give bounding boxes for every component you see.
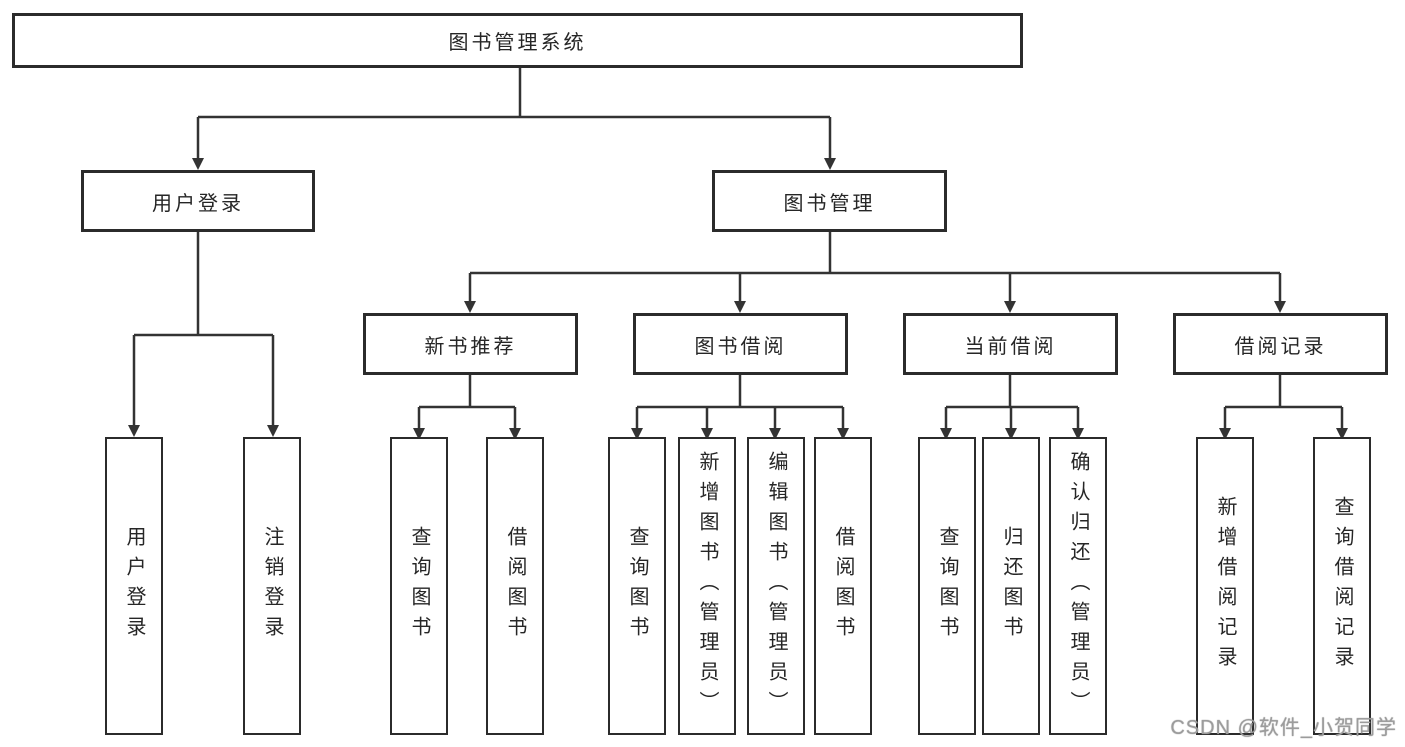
node-new-book-recommend-label: 新书推荐 — [424, 335, 517, 358]
leaf-recommend-borrow-book-label: 借阅图书 — [504, 526, 526, 646]
leaf-borrowing-add-book-admin: 新增图书（管理员） — [678, 437, 736, 735]
leaf-records-add-record: 新增借阅记录 — [1196, 437, 1254, 735]
leaf-user-login: 用户登录 — [105, 437, 163, 735]
leaf-current-query-book: 查询图书 — [918, 437, 976, 735]
leaf-current-confirm-return-admin-label: 确认归还（管理员） — [1067, 451, 1089, 721]
leaf-recommend-borrow-book: 借阅图书 — [486, 437, 544, 735]
leaf-recommend-query-book: 查询图书 — [390, 437, 448, 735]
node-book-management-label: 图书管理 — [783, 192, 876, 215]
csdn-watermark: CSDN @软件_小贺同学 — [1170, 717, 1397, 739]
node-root-system-label: 图书管理系统 — [448, 32, 587, 54]
leaf-logout: 注销登录 — [243, 437, 301, 735]
leaf-borrowing-query-book: 查询图书 — [608, 437, 666, 735]
arrow-down-icons — [128, 117, 1348, 440]
node-root-system: 图书管理系统 — [12, 13, 1023, 68]
node-book-borrowing-label: 图书借阅 — [694, 335, 787, 358]
node-borrowing-records-label: 借阅记录 — [1234, 335, 1327, 358]
leaf-current-confirm-return-admin: 确认归还（管理员） — [1049, 437, 1107, 735]
node-user-login: 用户登录 — [81, 170, 315, 232]
node-current-borrowing: 当前借阅 — [903, 313, 1118, 375]
leaf-current-query-book-label: 查询图书 — [936, 526, 958, 646]
node-book-management: 图书管理 — [712, 170, 947, 232]
leaf-borrowing-borrow-book-label: 借阅图书 — [832, 526, 854, 646]
leaf-records-query-record: 查询借阅记录 — [1313, 437, 1371, 735]
leaf-logout-label: 注销登录 — [261, 526, 283, 646]
node-user-login-label: 用户登录 — [152, 192, 244, 215]
leaf-borrowing-edit-book-admin-label: 编辑图书（管理员） — [765, 451, 787, 721]
leaf-recommend-query-book-label: 查询图书 — [408, 526, 430, 646]
node-new-book-recommend: 新书推荐 — [363, 313, 578, 375]
leaf-user-login-label: 用户登录 — [123, 526, 145, 646]
leaf-borrowing-borrow-book: 借阅图书 — [814, 437, 872, 735]
leaf-borrowing-add-book-admin-label: 新增图书（管理员） — [696, 451, 718, 721]
leaf-records-query-record-label: 查询借阅记录 — [1331, 496, 1353, 676]
node-borrowing-records: 借阅记录 — [1173, 313, 1388, 375]
node-book-borrowing: 图书借阅 — [633, 313, 848, 375]
node-current-borrowing-label: 当前借阅 — [964, 335, 1057, 358]
leaf-borrowing-edit-book-admin: 编辑图书（管理员） — [747, 437, 805, 735]
leaf-records-add-record-label: 新增借阅记录 — [1214, 496, 1236, 676]
leaf-current-return-book-label: 归还图书 — [1000, 526, 1022, 646]
leaf-current-return-book: 归还图书 — [982, 437, 1040, 735]
leaf-borrowing-query-book-label: 查询图书 — [626, 526, 648, 646]
